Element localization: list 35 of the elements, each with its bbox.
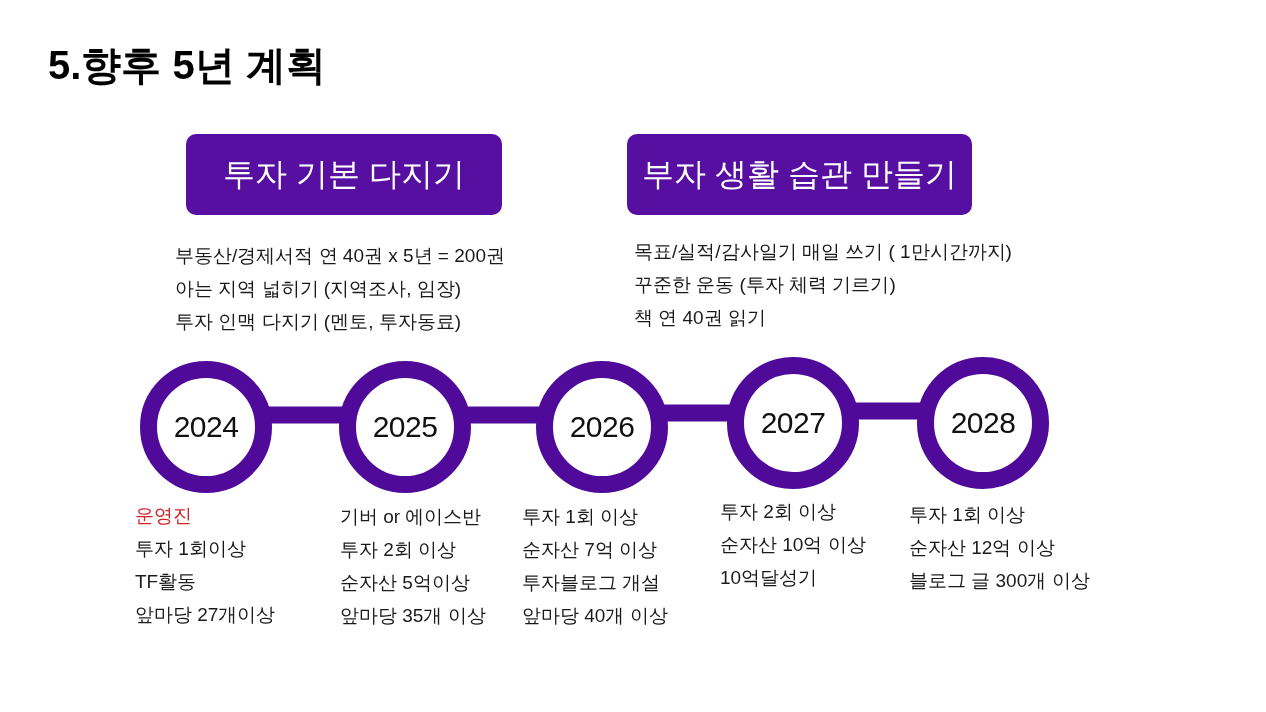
- year-label: 2027: [760, 406, 826, 440]
- milestone-text: 투자 1회 이상: [522, 505, 639, 529]
- year-label: 2028: [950, 406, 1016, 440]
- page-title: 5.향후 5년 계획: [48, 42, 326, 89]
- milestone-text: 순자산 7억 이상: [522, 538, 658, 562]
- goal-note: 부동산/경제서적 연 40권 x 5년 = 200권: [175, 244, 505, 268]
- milestone-text: 10억달성기: [720, 566, 818, 590]
- goal-note: 꾸준한 운동 (투자 체력 기르기): [634, 273, 896, 297]
- milestone-text: TF활동: [135, 570, 197, 594]
- milestone-text: 앞마당 40개 이상: [522, 604, 668, 628]
- category-banner: [627, 134, 972, 215]
- milestone-text: 순자산 12억 이상: [909, 536, 1055, 560]
- goal-note: 아는 지역 넓히기 (지역조사, 임장): [175, 277, 462, 301]
- goal-note: 책 연 40권 읽기: [634, 306, 766, 330]
- banner-title: 부자 생활 습관 만들기: [642, 154, 957, 194]
- milestone-text: 앞마당 27개이상: [135, 603, 276, 627]
- milestone-text: 순자산 5억이상: [340, 571, 470, 595]
- milestone-text: 투자 1회이상: [135, 537, 246, 561]
- connector-line: [662, 404, 732, 422]
- milestone-text: 투자 2회 이상: [340, 538, 457, 562]
- goal-note: 목표/실적/감사일기 매일 쓰기 ( 1만시간까지): [634, 240, 1012, 264]
- banner-title: 투자 기본 다지기: [223, 154, 465, 194]
- goal-note: 투자 인맥 다지기 (멘토, 투자동료): [175, 310, 462, 334]
- milestone-text: 운영진: [135, 504, 192, 528]
- year-label: 2025: [372, 410, 438, 444]
- category-banner: [186, 134, 502, 215]
- milestone-text: 투자블로그 개설: [522, 571, 661, 595]
- milestone-text: 블로그 글 300개 이상: [909, 569, 1090, 593]
- year-label: 2026: [569, 410, 635, 444]
- milestone-text: 기버 or 에이스반: [340, 505, 482, 529]
- milestone-text: 투자 1회 이상: [909, 503, 1026, 527]
- milestone-text: 투자 2회 이상: [720, 500, 837, 524]
- year-label: 2024: [173, 410, 239, 444]
- milestone-text: 앞마당 35개 이상: [340, 604, 486, 628]
- milestone-text: 순자산 10억 이상: [720, 533, 866, 557]
